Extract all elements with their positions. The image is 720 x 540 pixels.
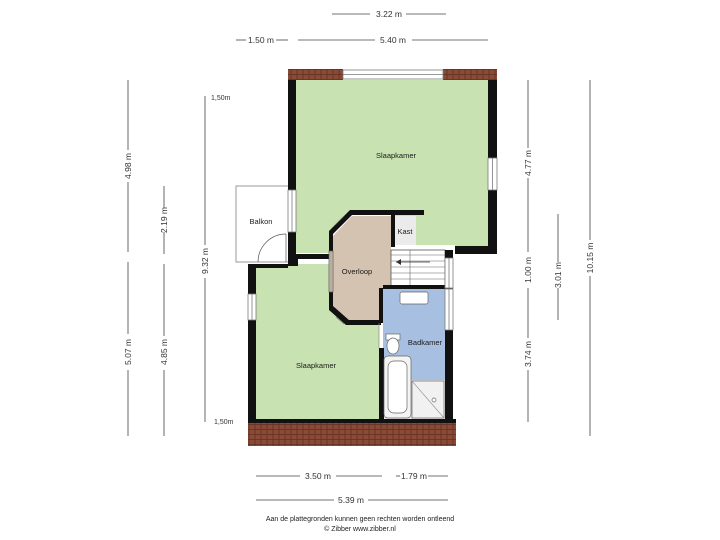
dim-left-mid-upper: 2.19 m bbox=[159, 207, 169, 233]
room-label-bathroom: Badkamer bbox=[408, 338, 443, 347]
dim-top-left: 1.50 m bbox=[248, 35, 274, 45]
room-closet-fill bbox=[393, 216, 416, 245]
dim-bottom-left: 3.50 m bbox=[305, 471, 331, 481]
washbasin bbox=[399, 291, 429, 305]
dim-right-total: 10.15 m bbox=[585, 243, 595, 274]
footer-credit: © Zibber www.zibber.nl bbox=[324, 526, 396, 533]
room-landing-fill bbox=[333, 216, 391, 320]
toilet-bowl bbox=[386, 337, 400, 355]
room-bedroom-top-fill bbox=[296, 80, 488, 253]
stairs bbox=[390, 249, 446, 289]
walls bbox=[248, 80, 497, 423]
dim-left-upper: 4.98 m bbox=[123, 153, 133, 179]
dim-top-right: 5.40 m bbox=[380, 35, 406, 45]
dim-center-total: 9.32 m bbox=[200, 248, 210, 274]
dim-bottom-right: 1.79 m bbox=[401, 471, 427, 481]
dimension-lines bbox=[127, 13, 591, 501]
dim-bottom-total: 5.39 m bbox=[338, 495, 364, 505]
dim-right-mid: 1.00 m bbox=[523, 257, 533, 283]
dim-left-lower: 5.07 m bbox=[123, 339, 133, 365]
room-bedroom-bottom-fill bbox=[256, 264, 379, 420]
height-mark-top: 1,50m bbox=[211, 95, 231, 102]
height-mark-bottom: 1,50m bbox=[214, 419, 234, 426]
room-label-bedroom-bottom: Slaapkamer bbox=[296, 361, 337, 370]
doors bbox=[257, 215, 380, 348]
room-label-closet: Kast bbox=[397, 227, 413, 236]
bathroom-fixtures bbox=[383, 291, 445, 419]
dim-right-lower: 3.74 m bbox=[523, 341, 533, 367]
dim-top-overall: 3.22 m bbox=[376, 9, 402, 19]
footer-disclaimer: Aan de plattegronden kunnen geen rechten… bbox=[265, 516, 455, 523]
dim-right-inner: 3.01 m bbox=[553, 262, 563, 288]
room-label-balcony: Balkon bbox=[250, 217, 273, 226]
dim-left-mid-lower: 4.85 m bbox=[159, 339, 169, 365]
room-label-landing: Overloop bbox=[342, 267, 372, 276]
room-label-bedroom-top: Slaapkamer bbox=[376, 151, 417, 160]
dim-right-upper: 4.77 m bbox=[523, 150, 533, 176]
windows bbox=[247, 69, 498, 331]
roof-bottom bbox=[248, 422, 456, 446]
